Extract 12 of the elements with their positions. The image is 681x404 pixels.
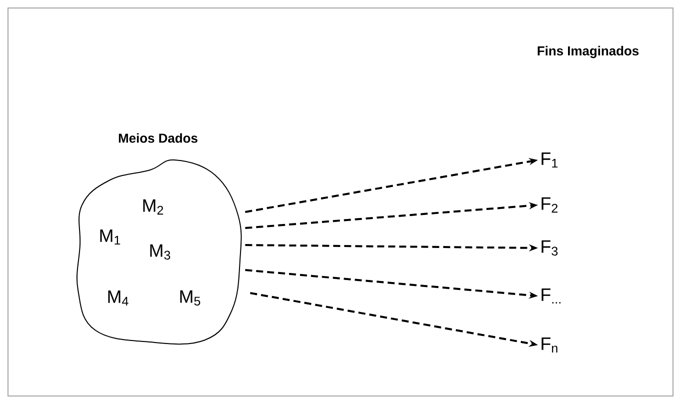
item-label: M$_{2}$ — [143, 199, 164, 215]
result-label: F$_{2}$ — [542, 197, 558, 213]
item-label: M$_{1}$ — [100, 229, 120, 245]
item-label: M$_{5}$ — [180, 290, 200, 306]
heading: Meios Dados — [118, 133, 198, 143]
result-label: F$_{...}$ — [542, 288, 560, 304]
result-label: F$_{3}$ — [542, 240, 558, 256]
item-label: M$_{4}$ — [108, 290, 128, 306]
heading: Fins Imaginados — [538, 46, 639, 58]
result-label: F$_{n}$ — [542, 338, 558, 352]
item-label: M$_{3}$ — [150, 244, 170, 260]
result-label: F$_{1}$ — [542, 152, 558, 168]
